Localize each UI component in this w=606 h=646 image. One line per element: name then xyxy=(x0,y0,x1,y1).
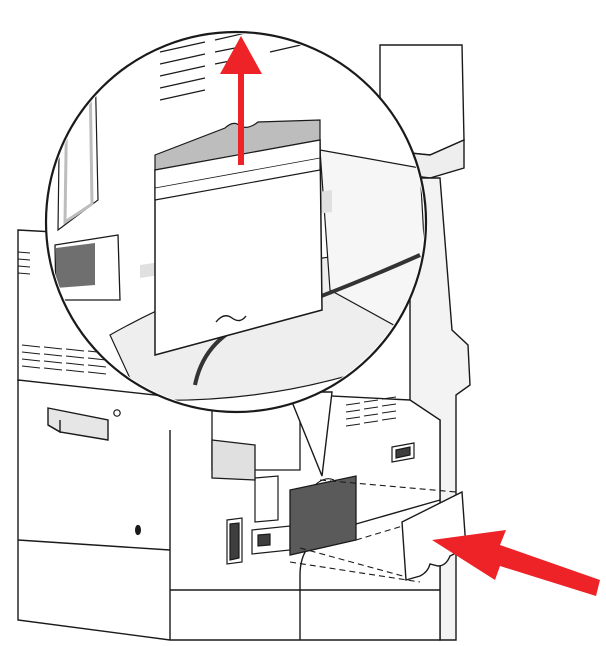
arrow-left-icon xyxy=(432,530,600,596)
magnifier-detail xyxy=(44,30,428,414)
vent-slots-right xyxy=(345,396,397,427)
arrow-up-icon xyxy=(220,36,262,165)
guide-lines xyxy=(289,479,457,583)
cover-plate xyxy=(401,490,467,581)
vent-slots-left xyxy=(17,251,107,375)
